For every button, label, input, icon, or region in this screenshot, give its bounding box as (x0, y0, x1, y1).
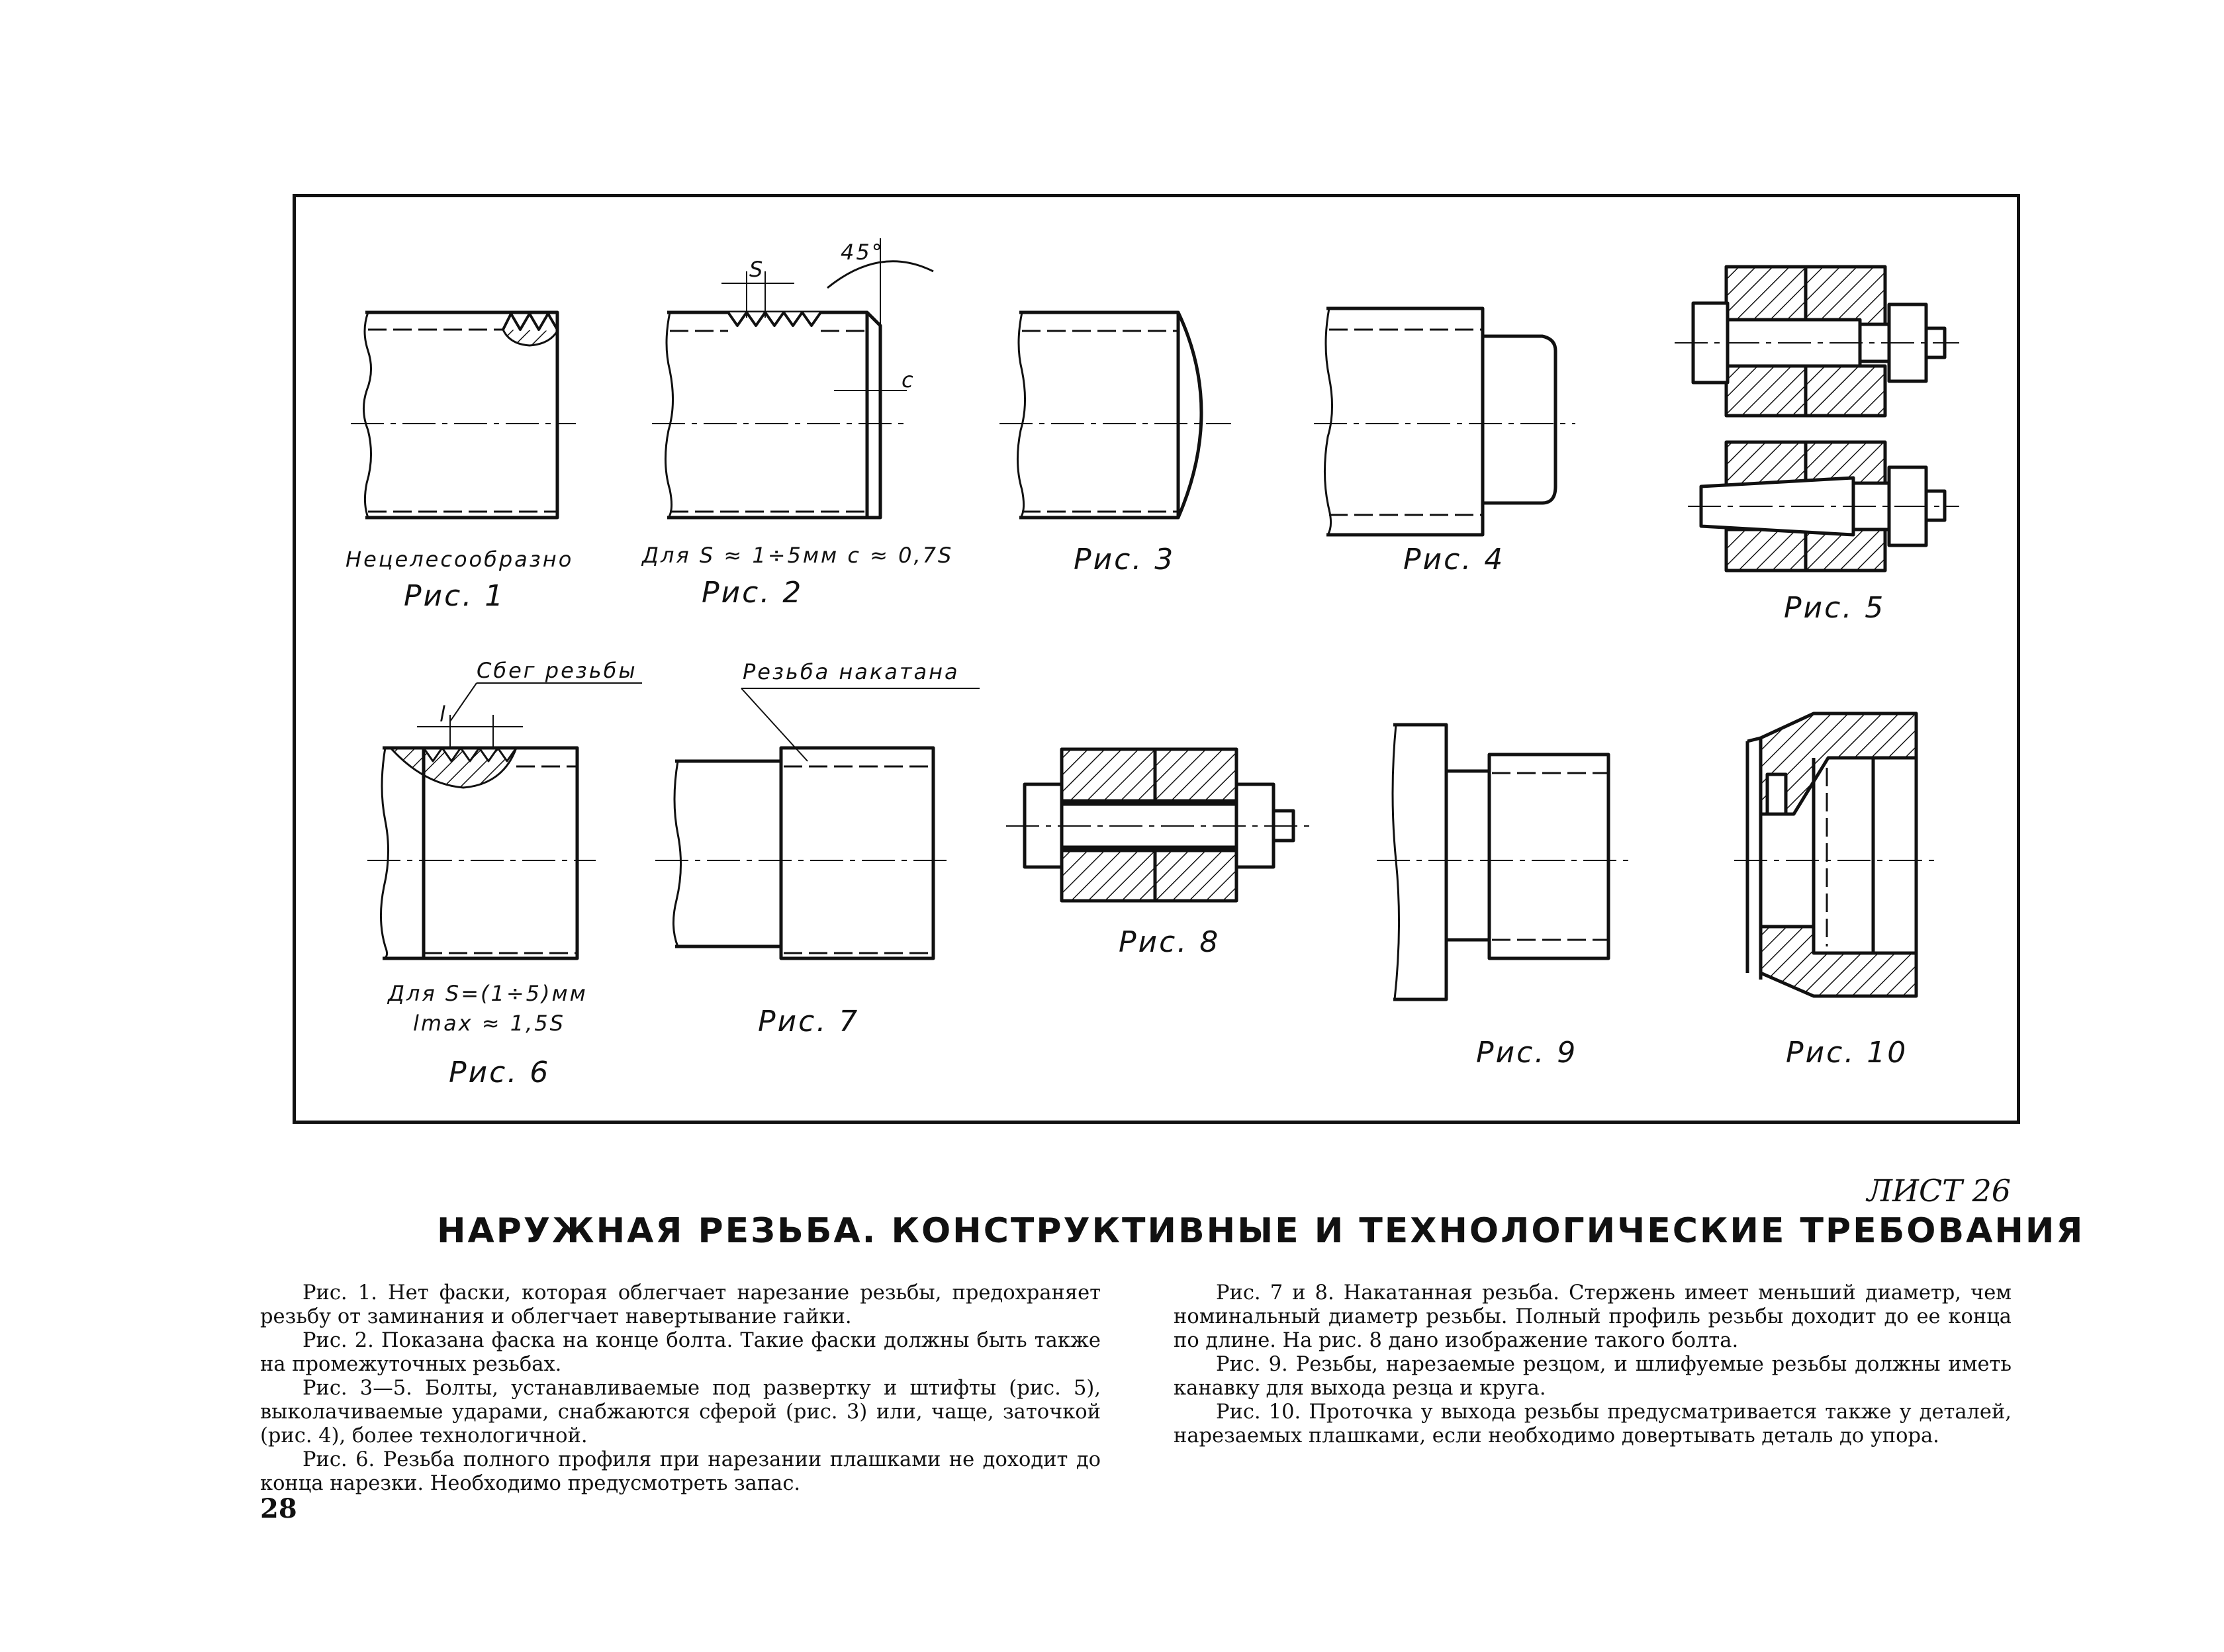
fig9-caption: Рис. 9 (1476, 1036, 1578, 1070)
left-text-column: Рис. 1. Нет фаски, которая облегчает нар… (260, 1281, 1101, 1496)
fig2-dim-s: S (749, 257, 765, 282)
paragraph: Рис. 3—5. Болты, устанавливаемые под раз… (260, 1377, 1101, 1447)
fig1-note: Нецелесообразно (346, 547, 574, 572)
fig3-drawing (999, 310, 1231, 520)
paragraph: Рис. 2. Показана фаска на конце болта. Т… (260, 1329, 1101, 1376)
fig10-drawing (1734, 711, 1939, 998)
paragraph: Рис. 9. Резьбы, нарезаемые резцом, и шли… (1174, 1353, 2012, 1400)
fig5-caption: Рис. 5 (1784, 591, 1886, 625)
fig5-bottom-drawing (1688, 440, 1959, 573)
fig4-caption: Рис. 4 (1403, 543, 1505, 576)
fig9-drawing (1377, 723, 1628, 1001)
right-text-column: Рис. 7 и 8. Накатанная резьба. Стержень … (1174, 1281, 2012, 1448)
fig8-caption: Рис. 8 (1119, 925, 1221, 959)
fig6-leader-label: Сбег резьбы (477, 658, 637, 683)
fig7-drawing (655, 688, 980, 960)
page-number: 28 (260, 1493, 297, 1524)
page-title: НАРУЖНАЯ РЕЗЬБА. КОНСТРУКТИВНЫЕ И ТЕХНОЛ… (437, 1211, 2085, 1251)
fig7-caption: Рис. 7 (758, 1005, 860, 1038)
fig2-drawing (652, 238, 934, 520)
fig2-angle: 45° (841, 240, 884, 265)
fig8-drawing (1006, 747, 1314, 903)
fig6-note-2: lmax ≈ 1,5S (413, 1011, 565, 1036)
paragraph: Рис. 1. Нет фаски, которая облегчает нар… (260, 1281, 1101, 1328)
fig3-caption: Рис. 3 (1074, 543, 1176, 576)
fig2-note: Для S ≈ 1÷5мм c ≈ 0,7S (642, 543, 954, 568)
fig6-dim-l: l (440, 702, 447, 727)
paragraph: Рис. 6. Резьба полного профиля при нарез… (260, 1448, 1101, 1495)
sheet-label: ЛИСТ 26 (1867, 1173, 2011, 1209)
drawing-frame (293, 194, 2020, 1124)
fig7-leader-label: Резьба накатана (743, 659, 960, 684)
fig4-drawing (1314, 306, 1575, 537)
fig1-caption: Рис. 1 (404, 579, 506, 613)
fig2-dim-c: c (902, 367, 915, 392)
fig6-caption: Рис. 6 (449, 1056, 551, 1089)
fig2-caption: Рис. 2 (702, 576, 804, 610)
fig10-caption: Рис. 10 (1786, 1036, 1908, 1070)
fig1-drawing (351, 310, 576, 520)
fig6-note-1: Для S=(1÷5)мм (388, 981, 588, 1006)
paragraph: Рис. 10. Проточка у выхода резьбы предус… (1174, 1400, 2012, 1447)
paragraph: Рис. 7 и 8. Накатанная резьба. Стержень … (1174, 1281, 2012, 1352)
fig6-drawing (367, 682, 642, 960)
fig5-top-drawing (1675, 265, 1959, 418)
